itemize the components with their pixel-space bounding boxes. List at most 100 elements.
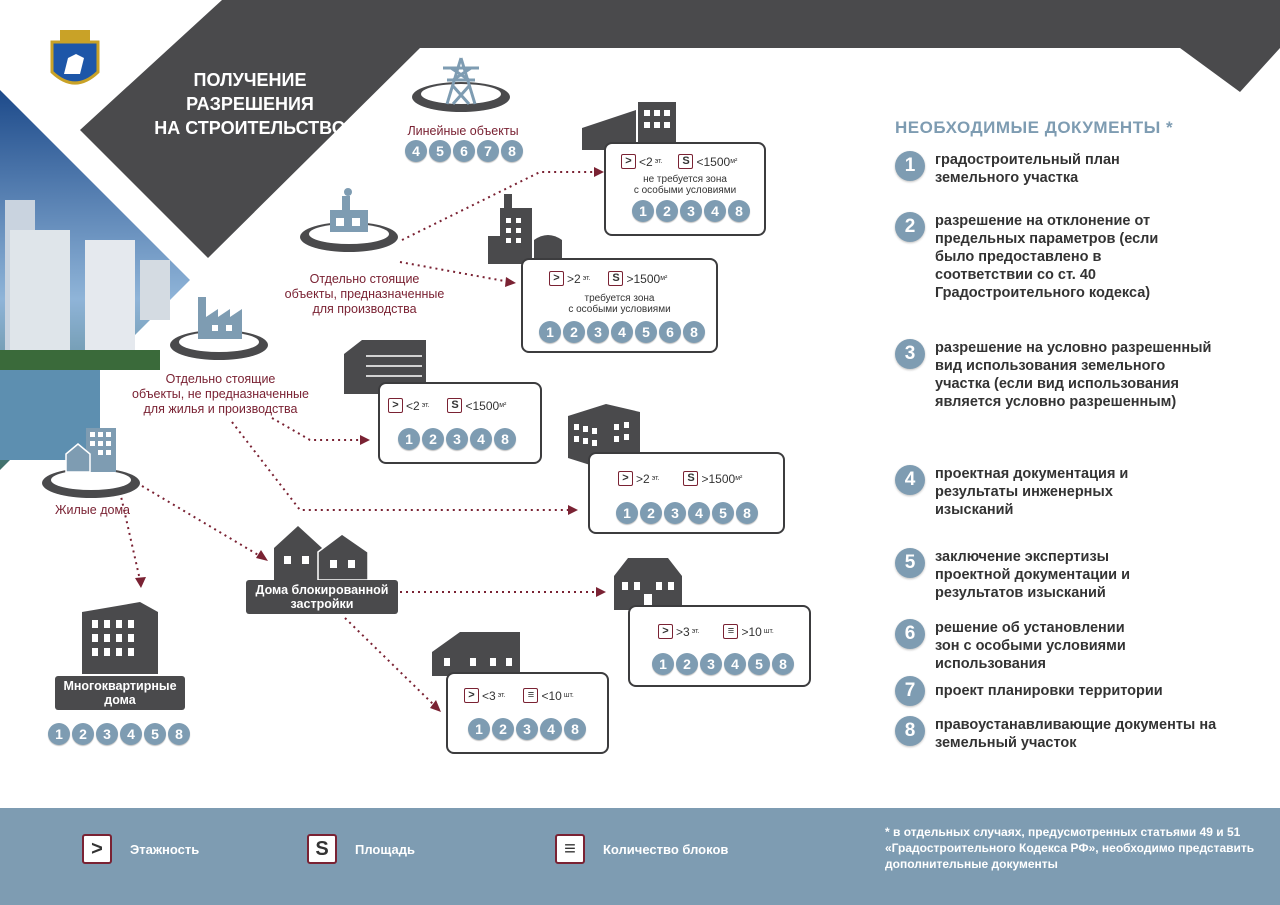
- floors-icon: >: [658, 624, 673, 639]
- legend-blocks: ≡ Количество блоков: [555, 834, 728, 864]
- production-objects-label: Отдельно стоящие объекты, предназначенны…: [284, 272, 445, 316]
- doc-num: 1: [652, 653, 674, 675]
- floors-unit: эт.: [691, 628, 700, 635]
- blocks-unit: шт.: [563, 692, 574, 699]
- floors-unit: эт.: [654, 158, 663, 165]
- document-text: заключение экспертизы проектной документ…: [935, 549, 1131, 601]
- document-item: 3 разрешение на условно разрешенный вид …: [895, 339, 1215, 411]
- linear-objects-docs: 4 5 6 7 8: [405, 140, 523, 162]
- floors-icon: >: [618, 471, 633, 486]
- linear-objects-label: Линейные объекты: [407, 124, 519, 138]
- doc-num: 8: [736, 502, 758, 524]
- card-docs: 1 2 3 4 5 8: [616, 502, 758, 524]
- document-text: правоустанавливающие документы на земель…: [935, 717, 1217, 751]
- footnote: * в отдельных случаях, предусмотренных с…: [885, 825, 1255, 871]
- blocks-value: >10: [741, 624, 762, 639]
- blocks-icon: ≡: [723, 624, 739, 639]
- area-icon: S: [678, 154, 694, 169]
- industrial-building-icon: [198, 297, 242, 339]
- doc-num: 4: [470, 428, 492, 450]
- factory-icon: [330, 188, 368, 232]
- townhouses-icon: [274, 526, 369, 580]
- area-icon: S: [447, 398, 463, 413]
- doc-num: 5: [144, 723, 166, 745]
- document-number: 4: [895, 465, 925, 495]
- power-tower-icon: [443, 57, 479, 105]
- nonresidential-objects-label: Отдельно стоящие объекты, не предназначе…: [132, 372, 309, 416]
- doc-num: 4: [611, 321, 633, 343]
- blocks-icon: ≡: [555, 834, 585, 864]
- apartment-label: Многоквартирные дома: [55, 676, 185, 710]
- floors-value: >3: [676, 624, 690, 639]
- floors-value: <3: [482, 688, 496, 703]
- doc-num: 3: [680, 200, 702, 222]
- document-number: 3: [895, 339, 925, 369]
- doc-num: 8: [728, 200, 750, 222]
- floors-icon: >: [464, 688, 479, 703]
- doc-num: 4: [120, 723, 142, 745]
- area-unit: м²: [660, 275, 668, 282]
- floors-icon: >: [82, 834, 112, 864]
- area-unit: м²: [735, 475, 743, 482]
- small-house-icon: [432, 632, 520, 676]
- doc-num: 5: [748, 653, 770, 675]
- doc-num: 2: [422, 428, 444, 450]
- floors-icon: >: [621, 154, 636, 169]
- doc-num: 5: [635, 321, 657, 343]
- doc-num: 1: [468, 718, 490, 740]
- documents-heading: НЕОБХОДИМЫЕ ДОКУМЕНТЫ *: [895, 118, 1174, 137]
- apartment-building-icon: [82, 602, 158, 674]
- document-text: разрешение на условно разрешенный вид ис…: [935, 340, 1212, 410]
- floors-unit: эт.: [651, 475, 660, 482]
- doc-num: 1: [398, 428, 420, 450]
- doc-num: 2: [640, 502, 662, 524]
- card-docs: 1 2 3 4 8: [632, 200, 750, 222]
- apartment-docs: 1 2 3 4 5 8: [48, 723, 190, 745]
- doc-num: 8: [564, 718, 586, 740]
- blocked-houses-label: Дома блокированной застройки: [246, 580, 398, 614]
- document-text: проектная документация и результаты инже…: [935, 466, 1129, 518]
- doc-num: 3: [96, 723, 118, 745]
- floors-icon: >: [388, 398, 403, 413]
- doc-num: 5: [429, 140, 451, 162]
- doc-num: 2: [72, 723, 94, 745]
- floors-unit: эт.: [421, 402, 430, 409]
- doc-num: 8: [683, 321, 705, 343]
- legend-floors: > Этажность: [82, 834, 199, 864]
- area-icon: S: [683, 471, 699, 486]
- blocks-value: <10: [541, 688, 562, 703]
- document-number: 8: [895, 716, 925, 746]
- zone-note: требуется зона с особыми условиями: [568, 293, 671, 315]
- doc-num: 6: [659, 321, 681, 343]
- area-unit: м²: [499, 402, 507, 409]
- doc-num: 1: [616, 502, 638, 524]
- area-value: >1500: [701, 471, 736, 486]
- document-item: 6 решение об установлении зон с особыми …: [895, 619, 1150, 673]
- residential-label: Жилые дома: [54, 503, 131, 517]
- area-icon: S: [608, 271, 624, 286]
- document-number: 1: [895, 151, 925, 181]
- doc-num: 8: [168, 723, 190, 745]
- card-docs: 1 2 3 4 8: [398, 428, 516, 450]
- floors-value: >2: [636, 471, 650, 486]
- area-icon: S: [307, 834, 337, 864]
- floors-value: <2: [639, 154, 653, 169]
- doc-num: 8: [494, 428, 516, 450]
- doc-num: 1: [632, 200, 654, 222]
- document-item: 7 проект планировки территории: [895, 676, 1215, 706]
- document-item: 8 правоустанавливающие документы на земе…: [895, 716, 1235, 752]
- document-number: 6: [895, 619, 925, 649]
- doc-num: 3: [664, 502, 686, 524]
- blocks-unit: шт.: [763, 628, 774, 635]
- doc-num: 1: [48, 723, 70, 745]
- doc-num: 7: [477, 140, 499, 162]
- card-docs: 1 2 3 4 5 8: [652, 653, 794, 675]
- card-docs: 1 2 3 4 8: [468, 718, 586, 740]
- page-title: ПОЛУЧЕНИЕ РАЗРЕШЕНИЯ НА СТРОИТЕЛЬСТВО: [154, 70, 346, 138]
- doc-num: 4: [704, 200, 726, 222]
- document-item: 2 разрешение на отклонение от предельных…: [895, 212, 1175, 302]
- doc-num: 4: [540, 718, 562, 740]
